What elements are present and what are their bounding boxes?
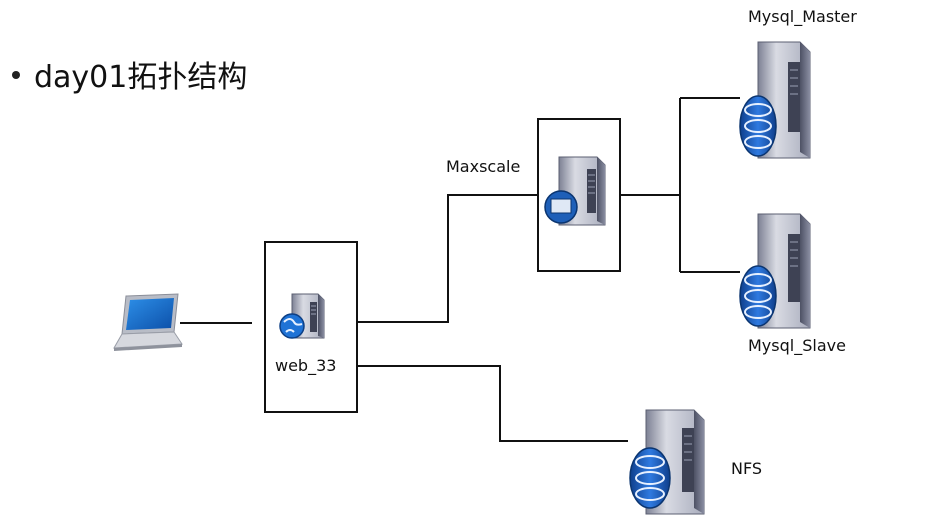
mysql-master-server-icon [739, 41, 811, 159]
web-server-icon [279, 293, 325, 339]
connection-lines [180, 97, 740, 442]
web-server-label: web_33 [275, 356, 337, 375]
mysql-slave-server-icon [739, 213, 811, 329]
mysql-slave-label: Mysql_Slave [748, 336, 846, 355]
maxscale-box [537, 118, 621, 272]
page-title: day01拓扑结构 [12, 52, 247, 96]
link-web-nfs [358, 365, 628, 442]
bullet-icon [12, 70, 20, 79]
maxscale-label: Maxscale [446, 157, 521, 176]
maxscale-server-icon [544, 156, 606, 226]
nfs-server-icon [629, 409, 705, 515]
nfs-label: NFS [731, 459, 763, 478]
web-server-box [264, 241, 358, 413]
mysql-master-label: Mysql_Master [748, 7, 857, 26]
title-text: day01拓扑结构 [34, 60, 248, 95]
laptop-icon [113, 293, 183, 351]
link-web-maxscale [358, 194, 538, 323]
